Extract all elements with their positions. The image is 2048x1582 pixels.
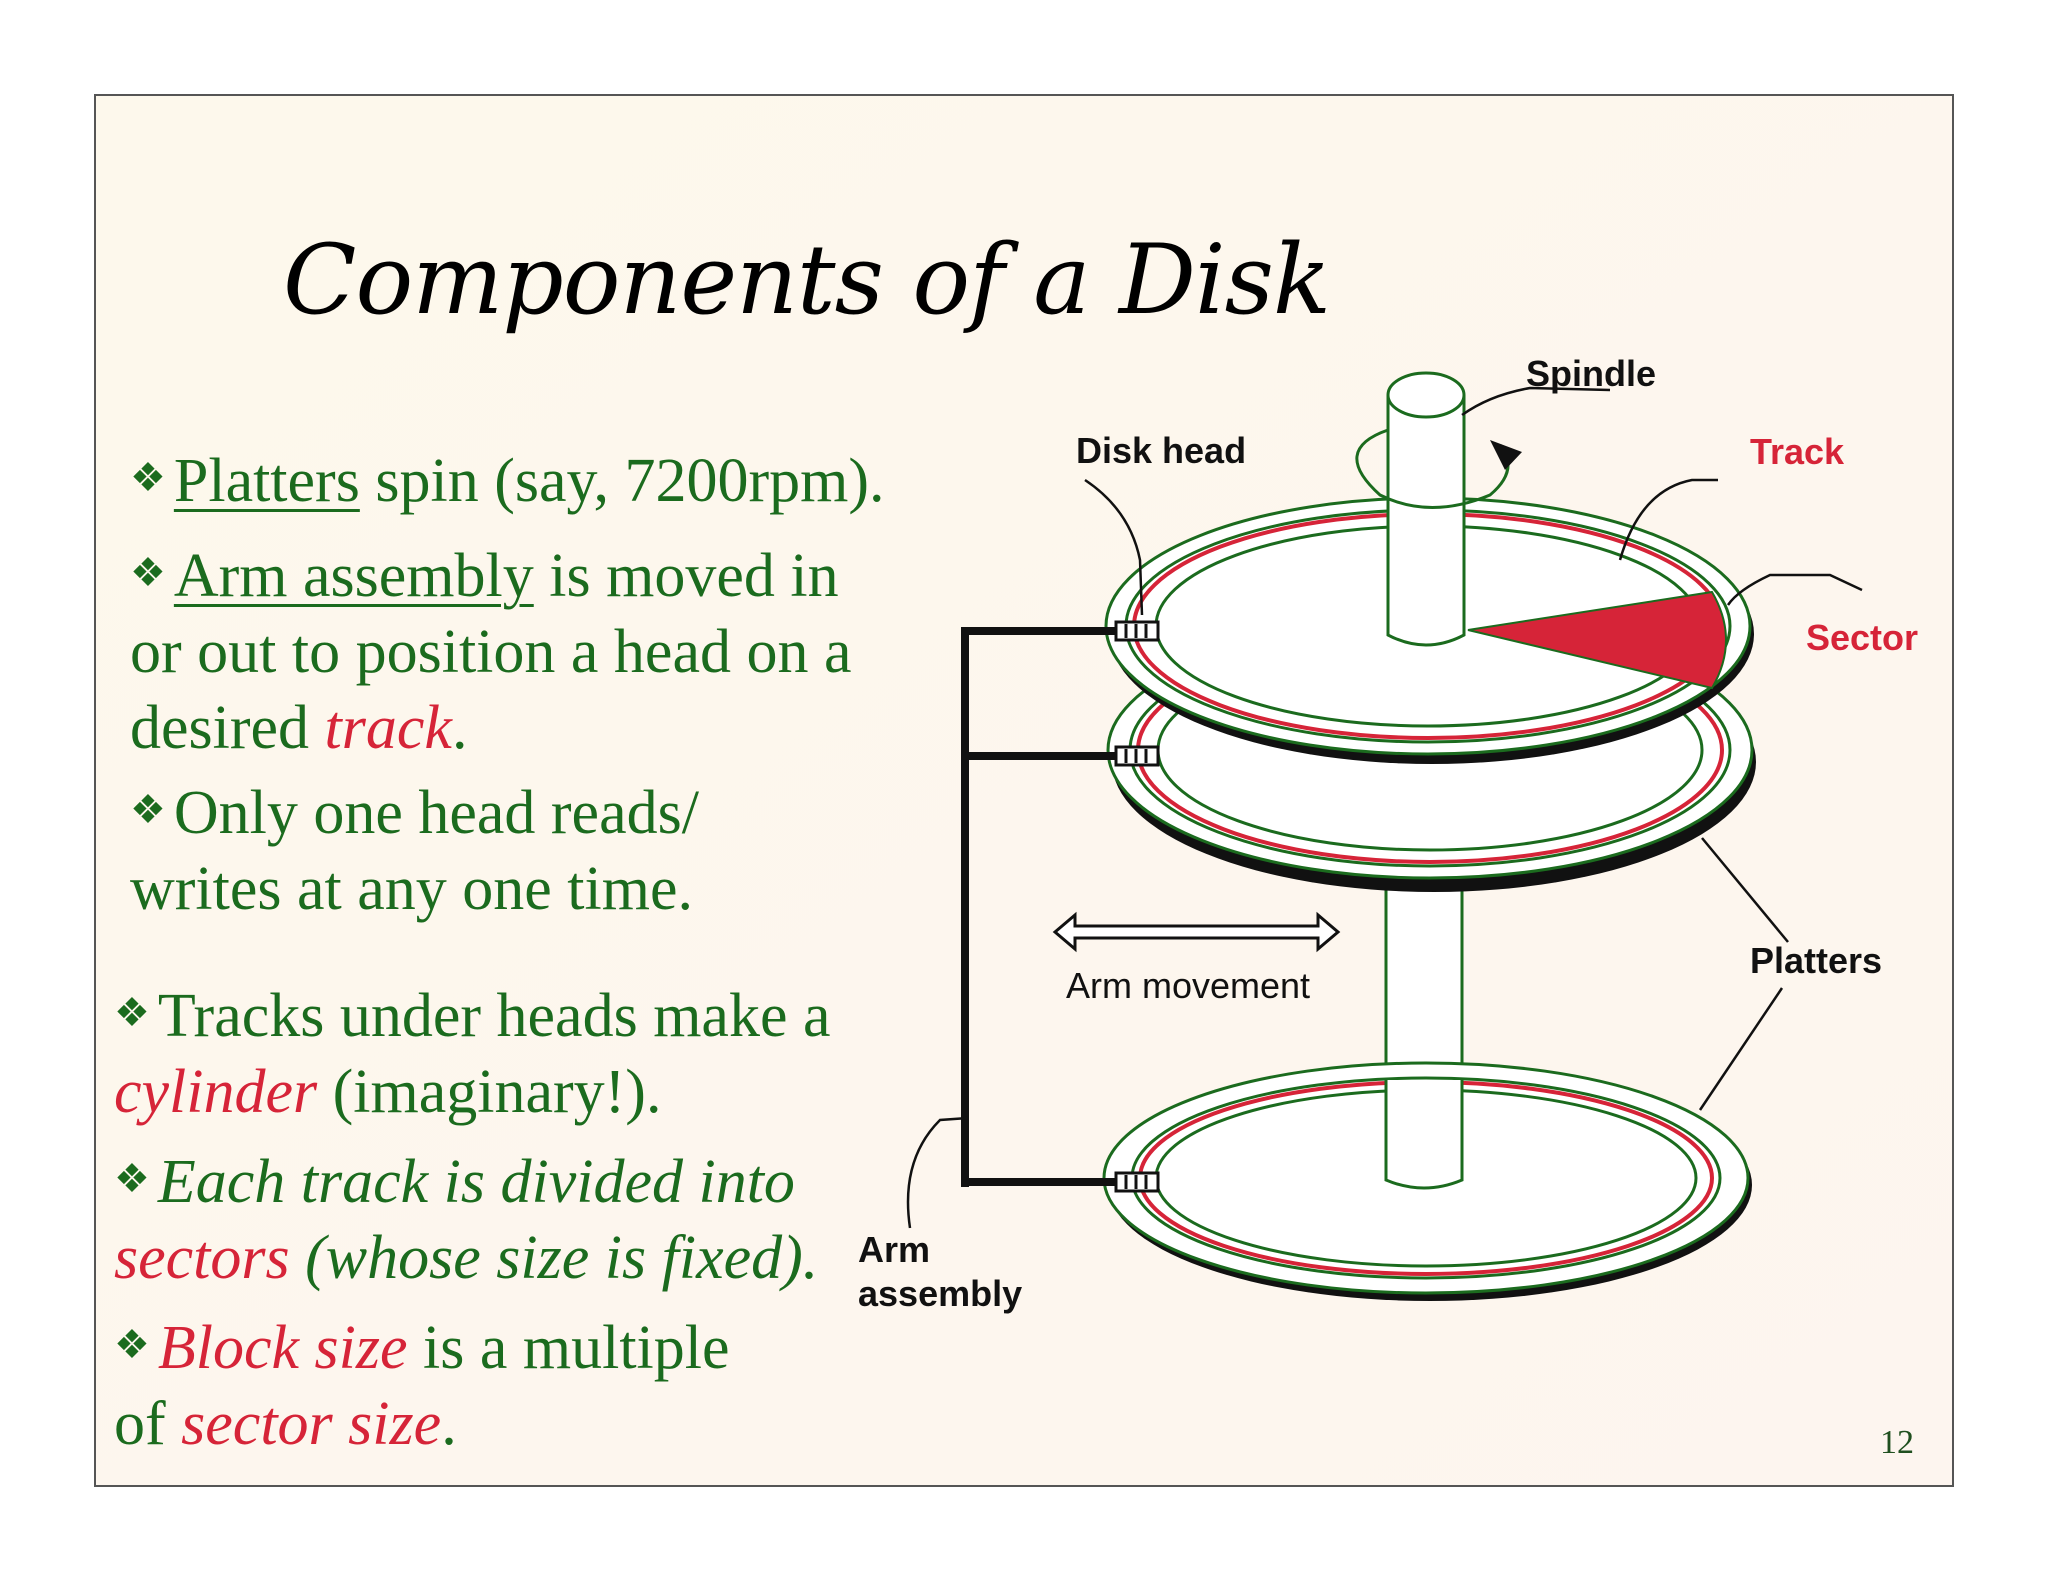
bullet-group-cylinder: ❖Tracks under heads make a cylinder (ima… — [114, 975, 830, 1130]
bottom-platter — [1102, 1061, 1752, 1301]
sectors-rest: (whose size is fixed). — [289, 1224, 819, 1292]
label-arm-assembly-line1: Arm — [858, 1229, 930, 1270]
disk-head-icon — [1114, 745, 1160, 767]
bullet-group-top: ❖Platters spin (say, 7200rpm). — [130, 440, 884, 519]
arm-assembly-term: Arm assembly — [173, 542, 534, 610]
four-diamond-icon: ❖ — [114, 1322, 150, 1367]
label-track: Track — [1750, 431, 1845, 472]
bullet-block-size: ❖Block size is a multiple — [114, 1307, 730, 1386]
arm-line3-suffix: . — [451, 694, 468, 762]
sector-size-term: sector size — [181, 1390, 442, 1458]
sectors-line2: sectors (whose size is fixed). — [114, 1220, 818, 1296]
label-disk-head: Disk head — [1076, 430, 1246, 471]
four-diamond-icon: ❖ — [114, 990, 150, 1035]
track-term: track — [324, 694, 452, 762]
bullet-group-arm: ❖Arm assembly is moved in or out to posi… — [130, 535, 851, 766]
slide-frame — [94, 94, 1954, 1487]
disk-head-icon — [1114, 1171, 1160, 1193]
label-spindle: Spindle — [1526, 353, 1656, 394]
label-sector: Sector — [1806, 617, 1918, 658]
bullet-arm-line2: or out to position a head on a — [130, 618, 852, 686]
arm-assembly — [961, 627, 1119, 1187]
four-diamond-icon: ❖ — [114, 1156, 150, 1201]
sectors-line1: Each track is divided into — [157, 1148, 795, 1216]
sector-wedge — [1467, 590, 1727, 690]
label-platters: Platters — [1750, 940, 1882, 981]
cylinder-line2: cylinder (imaginary!). — [114, 1054, 830, 1130]
four-diamond-icon: ❖ — [130, 787, 166, 832]
disk-head-icon — [1114, 620, 1160, 642]
bullet-platters: ❖Platters spin (say, 7200rpm). — [130, 440, 884, 519]
bullet-group-block: ❖Block size is a multiple of sector size… — [114, 1307, 730, 1462]
spindle-upper — [1355, 371, 1522, 647]
arm-assembly-text: is moved in — [533, 542, 839, 610]
bullet-one-head: ❖Only one head reads/ — [130, 772, 699, 851]
four-diamond-icon: ❖ — [130, 550, 166, 595]
bullet-group-head: ❖Only one head reads/ writes at any one … — [130, 772, 699, 927]
label-arm-movement: Arm movement — [1066, 965, 1310, 1006]
label-arm-assembly-line2: assembly — [858, 1273, 1022, 1314]
bullet-arm-line3: desired track. — [130, 690, 851, 766]
one-head-line1: Only one head reads/ — [173, 779, 699, 847]
one-head-line2: writes at any one time. — [130, 855, 693, 923]
bullet-arm-assembly: ❖Arm assembly is moved in — [130, 535, 851, 614]
four-diamond-icon: ❖ — [130, 455, 166, 500]
arm-line3-prefix: desired — [130, 694, 325, 762]
bullet-group-sectors: ❖Each track is divided into sectors (who… — [114, 1141, 818, 1296]
block-line2-suffix: . — [441, 1390, 457, 1458]
double-arrow-icon — [1052, 911, 1341, 953]
bullet-cylinder: ❖Tracks under heads make a — [114, 975, 830, 1054]
cylinder-term: cylinder — [114, 1058, 318, 1126]
page-number: 12 — [1880, 1424, 1914, 1461]
cylinder-rest: (imaginary!). — [317, 1058, 662, 1126]
bullet-sectors: ❖Each track is divided into — [114, 1141, 818, 1220]
sectors-term: sectors — [114, 1224, 290, 1292]
slide-title: Components of a Disk — [283, 224, 1331, 336]
block-line2-prefix: of — [114, 1390, 182, 1458]
platters-text: spin (say, 7200rpm). — [359, 447, 885, 515]
block-size-line2: of sector size. — [114, 1386, 730, 1462]
leader-lines — [906, 386, 1863, 1229]
block-size-term: Block size — [157, 1314, 408, 1382]
platters-term: Platters — [173, 447, 360, 515]
block-size-rest: is a multiple — [407, 1314, 730, 1382]
cylinder-line1: Tracks under heads make a — [157, 982, 831, 1050]
